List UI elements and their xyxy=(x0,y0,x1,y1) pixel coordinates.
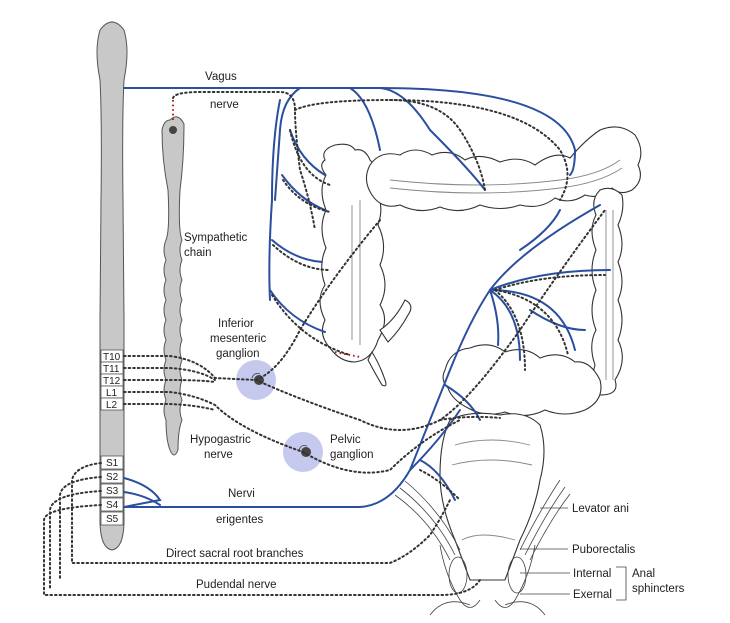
label-hypogastric: Hypogastric xyxy=(190,434,251,446)
label-direct-sacral: Direct sacral root branches xyxy=(166,548,304,560)
colon xyxy=(319,126,642,581)
sympathetic-chain xyxy=(161,116,185,456)
label-vagus-nerve: nerve xyxy=(210,99,239,111)
segment-s4: S4 xyxy=(106,500,119,511)
label-external: Exernal xyxy=(573,589,612,601)
segment-s1: S1 xyxy=(106,458,119,469)
label-mesenteric-ganglion: ganglion xyxy=(216,348,259,360)
sacral-pudendal-fibers xyxy=(43,462,481,596)
label-levator-ani: Levator ani xyxy=(572,503,629,515)
label-mesenteric: mesenteric xyxy=(210,333,266,345)
label-pelvic: Pelvic xyxy=(330,434,361,446)
spinal-cord xyxy=(96,21,128,551)
vagus-nerve-fibers xyxy=(123,87,577,333)
segment-t12: T12 xyxy=(103,376,121,387)
label-sphincters: sphincters xyxy=(632,583,685,595)
segment-boxes xyxy=(100,349,124,526)
label-erigentes: erigentes xyxy=(216,514,264,526)
segment-l1: L1 xyxy=(106,388,118,399)
label-internal: Internal xyxy=(573,568,611,580)
label-nervi: Nervi xyxy=(228,488,255,500)
sympathetic-fibers xyxy=(123,91,606,501)
label-pudendal: Pudendal nerve xyxy=(196,579,277,591)
label-anal: Anal xyxy=(632,568,655,580)
pelvic-floor xyxy=(394,479,571,616)
segment-t11: T11 xyxy=(103,364,120,375)
label-pelvic-ganglion: ganglion xyxy=(330,449,373,461)
label-sympathetic: Sympathetic xyxy=(184,232,248,244)
label-puborectalis: Puborectalis xyxy=(572,544,636,556)
segment-s5: S5 xyxy=(106,514,119,525)
label-chain: chain xyxy=(184,247,212,259)
segment-s3: S3 xyxy=(106,486,119,497)
sympathetic-node xyxy=(169,126,177,134)
segment-s2: S2 xyxy=(106,472,119,483)
label-vagus: Vagus xyxy=(205,71,237,83)
segment-t10: T10 xyxy=(103,352,121,363)
segment-l2: L2 xyxy=(106,400,118,411)
label-hypogastric-nerve: nerve xyxy=(204,449,233,461)
label-inferior: Inferior xyxy=(218,318,254,330)
leader-lines xyxy=(520,507,627,601)
